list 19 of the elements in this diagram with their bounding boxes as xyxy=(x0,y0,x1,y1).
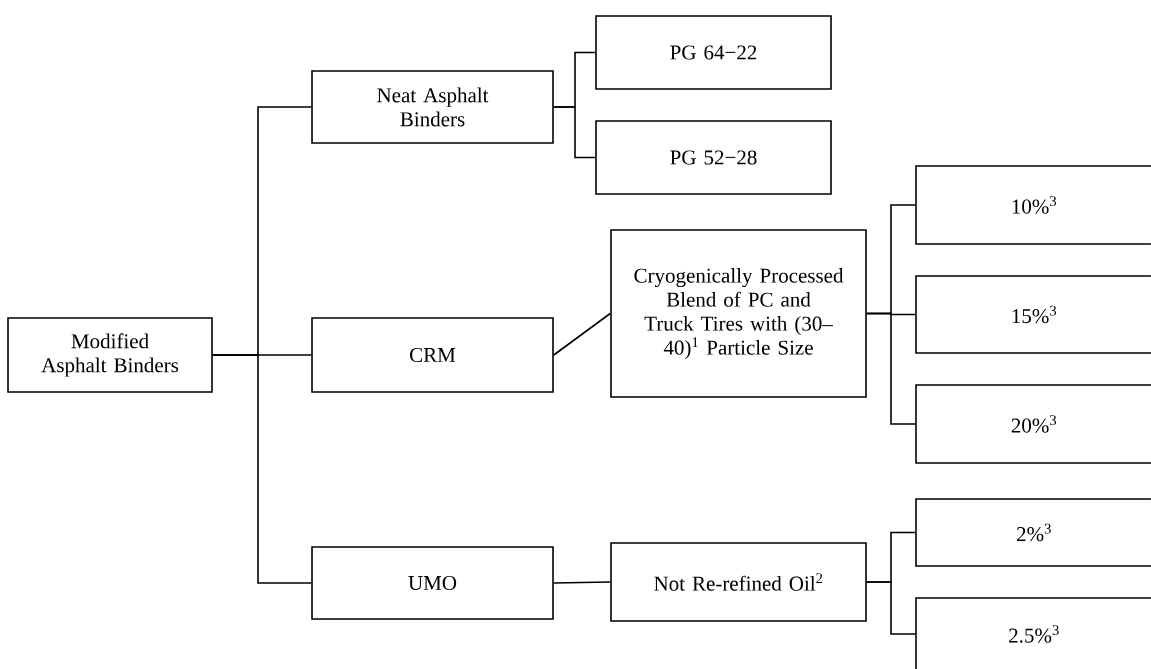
box: 2.5%$^{3}$ xyxy=(915,597,1151,669)
box: PG 52−28 xyxy=(595,120,832,195)
box: Modified Asphalt Binders xyxy=(7,317,213,393)
box: 20%$^{3}$ xyxy=(915,384,1151,464)
box: UMO xyxy=(311,546,554,620)
connector xyxy=(866,312,916,425)
box: CRM xyxy=(311,317,554,393)
connector xyxy=(553,581,611,584)
connector xyxy=(866,581,916,635)
connector xyxy=(212,354,312,584)
box: Not Re-refined Oil$^{2}$ xyxy=(610,542,867,622)
connector xyxy=(553,106,596,159)
box: Cryogenically Processed Blend of PC and Truck Tires with (30–40)$^{1}$ Particle Size xyxy=(610,229,867,398)
connector xyxy=(553,312,611,356)
box: Neat Asphalt Binders xyxy=(311,70,554,144)
box: 2%$^{3}$ xyxy=(915,498,1151,567)
box: 15%$^{3}$ xyxy=(915,275,1151,354)
box: 10%$^{3}$ xyxy=(915,165,1151,245)
box: PG 64−22 xyxy=(595,15,832,90)
